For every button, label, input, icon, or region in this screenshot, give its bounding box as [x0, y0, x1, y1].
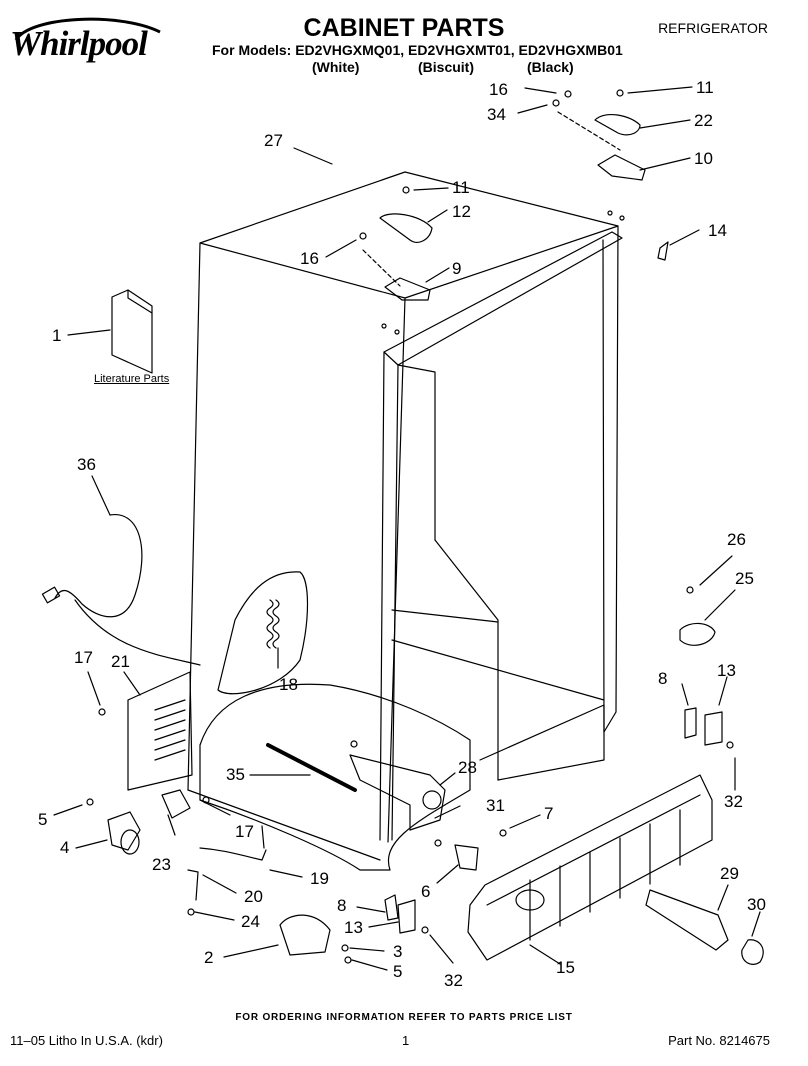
part-18-drain-heater	[266, 599, 280, 649]
callout-6: 6	[421, 882, 431, 901]
callout-25: 25	[735, 569, 754, 588]
callout-32: 32	[724, 792, 743, 811]
right-lower-hinge	[679, 586, 734, 749]
literature-parts-label: Literature Parts	[94, 373, 170, 385]
callout-24: 24	[241, 912, 260, 931]
callout-4: 4	[60, 838, 70, 857]
lower-center-hardware	[279, 829, 507, 964]
callout-27: 27	[264, 131, 283, 150]
callout-2: 2	[204, 948, 214, 967]
color-biscuit: (Biscuit)	[418, 59, 474, 75]
callout-19: 19	[310, 869, 329, 888]
callout-36: 36	[77, 455, 96, 474]
callout-22: 22	[694, 111, 713, 130]
callout-8: 8	[658, 669, 668, 688]
callout-7: 7	[544, 804, 554, 823]
callout-9: 9	[452, 259, 462, 278]
models-line: For Models: ED2VHGXMQ01, ED2VHGXMT01, ED…	[212, 42, 623, 58]
leader-lines	[53, 86, 761, 971]
callout-17: 17	[235, 822, 254, 841]
part-21-vent-bracket	[127, 671, 193, 791]
part-28-drain-tube	[349, 740, 446, 831]
brand-logo: Whirlpool	[10, 24, 148, 63]
callout-26: 26	[727, 530, 746, 549]
callout-23: 23	[152, 855, 171, 874]
callout-35: 35	[226, 765, 245, 784]
part-15-toe-grille	[467, 774, 713, 961]
top-hinge-parts	[359, 89, 669, 335]
callout-3: 3	[393, 942, 403, 961]
callout-16: 16	[300, 249, 319, 268]
callout-11: 11	[696, 78, 714, 97]
callout-12: 12	[452, 202, 471, 221]
category-label: REFRIGERATOR	[658, 20, 768, 36]
callout-32: 32	[444, 971, 463, 990]
callout-5: 5	[393, 962, 403, 981]
brand-logo-swoosh	[14, 17, 161, 41]
ordering-note: FOR ORDERING INFORMATION REFER TO PARTS …	[235, 1012, 573, 1023]
machine-compartment-cover	[199, 571, 471, 871]
callout-13: 13	[344, 918, 363, 937]
part-1-literature	[111, 289, 153, 374]
page-number: 1	[402, 1033, 410, 1048]
part-number: Part No. 8214675	[668, 1033, 770, 1048]
part-36-power-cord	[41, 514, 201, 666]
callout-15: 15	[556, 958, 575, 977]
callout-16: 16	[489, 80, 508, 99]
litho-note: 11–05 Litho In U.S.A. (kdr)	[10, 1033, 163, 1048]
callout-30: 30	[747, 895, 766, 914]
callout-17: 17	[74, 648, 93, 667]
color-white: (White)	[312, 59, 360, 75]
part-29-water-filter	[645, 889, 764, 965]
callout-31: 31	[486, 796, 505, 815]
lower-left-hardware	[86, 708, 267, 916]
callout-8: 8	[337, 896, 347, 915]
page-title: CABINET PARTS	[303, 14, 505, 42]
callout-28: 28	[458, 758, 477, 777]
callout-21: 21	[111, 652, 130, 671]
callout-20: 20	[244, 887, 263, 906]
callout-13: 13	[717, 661, 736, 680]
callout-18: 18	[279, 675, 298, 694]
cabinet-shell	[187, 171, 623, 861]
color-black: (Black)	[527, 59, 574, 75]
callout-29: 29	[720, 864, 739, 883]
callout-14: 14	[708, 221, 727, 240]
callout-11: 11	[452, 178, 470, 197]
callout-34: 34	[487, 105, 506, 124]
callout-1: 1	[52, 326, 62, 345]
callout-10: 10	[694, 149, 713, 168]
callout-5: 5	[38, 810, 48, 829]
